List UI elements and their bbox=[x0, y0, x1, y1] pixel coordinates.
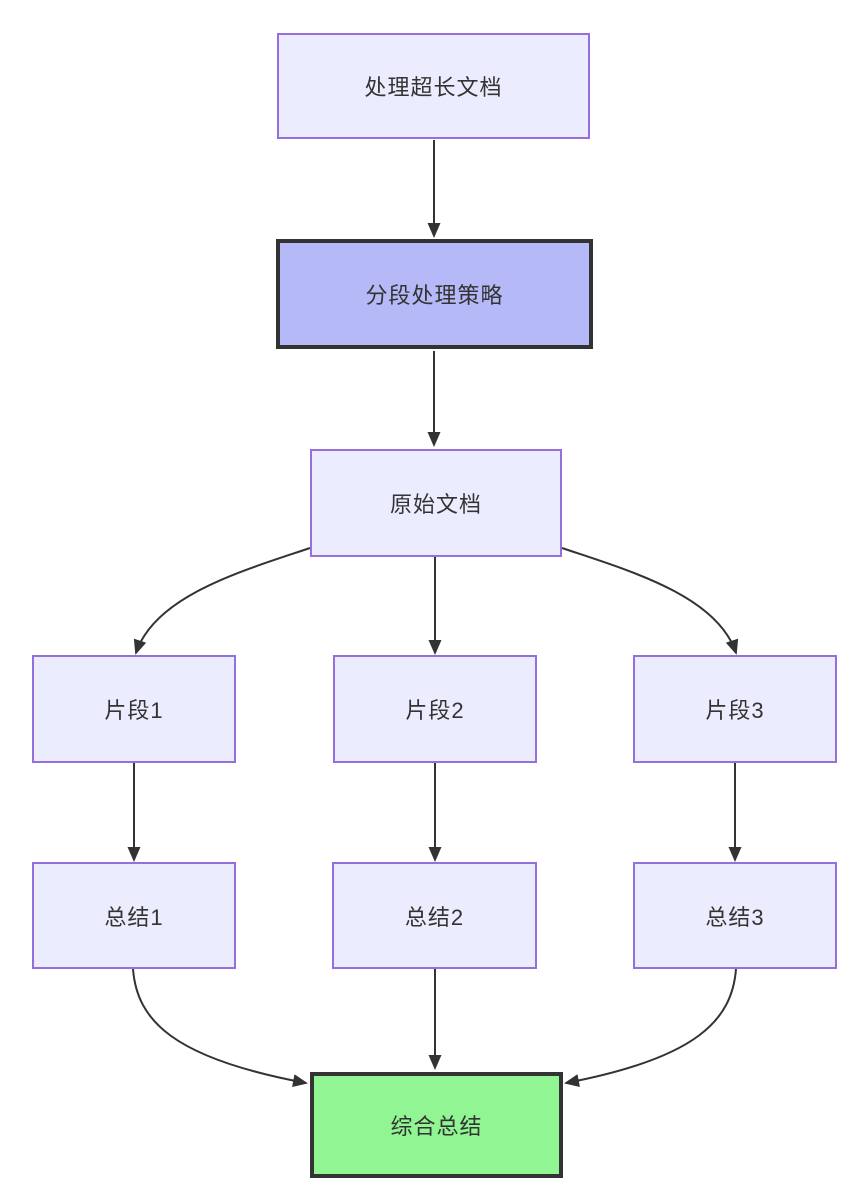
edge-s1-d bbox=[132, 968, 308, 1088]
node-fragment-2: 片段2 bbox=[333, 655, 537, 763]
node-segment-strategy: 分段处理策略 bbox=[276, 239, 593, 349]
edge-c-f3 bbox=[561, 547, 739, 655]
node-process-long-doc: 处理超长文档 bbox=[277, 33, 590, 139]
edge-s3-d bbox=[564, 968, 737, 1087]
node-combined-summary: 综合总结 bbox=[310, 1072, 563, 1178]
node-summary-2: 总结2 bbox=[332, 862, 537, 969]
node-fragment-3: 片段3 bbox=[633, 655, 837, 763]
node-summary-1: 总结1 bbox=[32, 862, 236, 969]
node-original-doc: 原始文档 bbox=[310, 449, 562, 557]
edge-c-f1 bbox=[133, 547, 311, 655]
node-fragment-1: 片段1 bbox=[32, 655, 236, 763]
node-summary-3: 总结3 bbox=[633, 862, 837, 969]
